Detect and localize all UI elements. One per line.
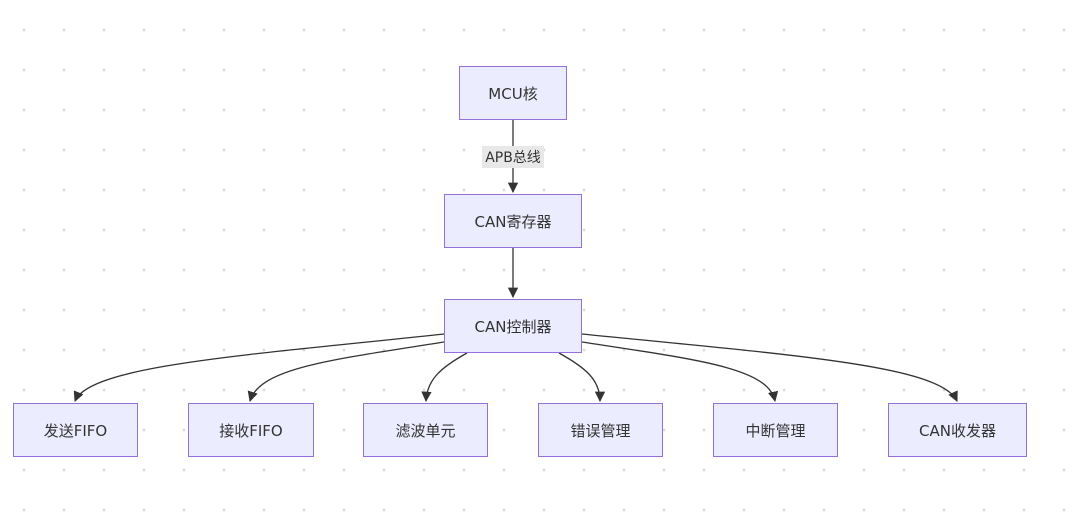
edge-controller-to-error-mgmt <box>558 352 606 403</box>
edge-controller-to-transceiver <box>581 333 958 402</box>
node-mcu-core[interactable]: MCU核 <box>459 66 567 120</box>
node-error-management[interactable]: 错误管理 <box>538 403 663 457</box>
node-filter-unit[interactable]: 滤波单元 <box>363 403 488 457</box>
node-interrupt-management[interactable]: 中断管理 <box>713 403 838 457</box>
edge-controller-to-tx-fifo <box>73 333 445 402</box>
node-tx-fifo[interactable]: 发送FIFO <box>13 403 138 457</box>
edge-controller-to-filter <box>421 352 468 403</box>
edge-controller-to-rx-fifo <box>247 341 445 402</box>
node-can-registers[interactable]: CAN寄存器 <box>444 194 582 248</box>
edge-label-apb-bus: APB总线 <box>482 146 544 168</box>
node-rx-fifo[interactable]: 接收FIFO <box>188 403 314 457</box>
node-can-controller[interactable]: CAN控制器 <box>444 299 582 353</box>
node-can-transceiver[interactable]: CAN收发器 <box>888 403 1027 457</box>
edge-controller-to-interrupt-mgmt <box>581 341 779 403</box>
